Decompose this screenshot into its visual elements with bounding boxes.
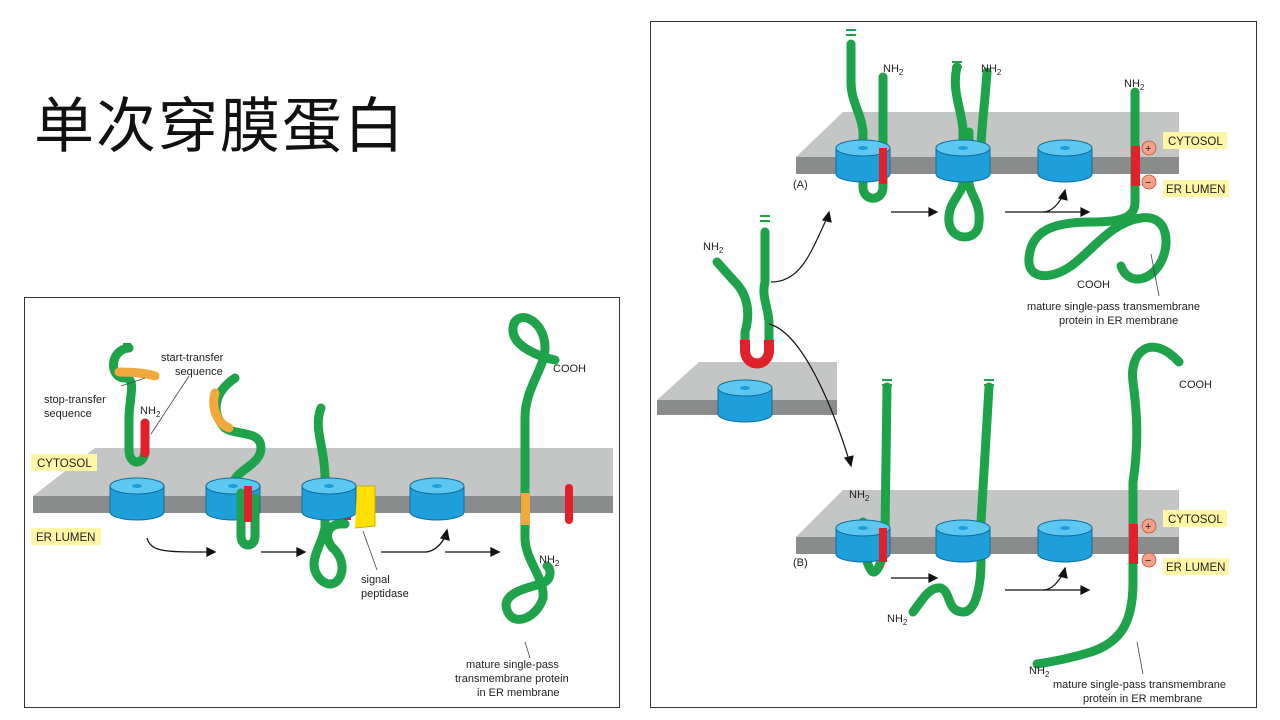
cytosol-tag-b: CYTOSOL xyxy=(1163,510,1227,527)
translocon-b3 xyxy=(1037,519,1093,563)
plus-sign-a: + xyxy=(1145,143,1151,155)
nascent-chain-step1 xyxy=(109,343,160,467)
panel-b-step2-chain xyxy=(908,379,994,617)
panel-a-mature-chain xyxy=(1024,87,1171,284)
translocon-a2 xyxy=(935,139,991,183)
cleaved-signal-peptide xyxy=(565,484,573,524)
er-lumen-tag-left: ER LUMEN xyxy=(31,528,101,545)
translocon-source xyxy=(717,379,773,423)
nh2-label-left-mature: NH2 xyxy=(539,554,560,568)
nh2-label-a2: NH2 xyxy=(981,63,1002,77)
panel-a-label: (A) xyxy=(793,179,808,191)
svg-text:ER LUMEN: ER LUMEN xyxy=(1166,184,1225,196)
translocon-a3 xyxy=(1037,139,1093,183)
nh2-label-source: NH2 xyxy=(703,241,724,255)
slide-title: 单次穿膜蛋白 xyxy=(34,92,406,162)
stop-transfer-diagram: start-transfer sequence stop-transfer se… xyxy=(31,313,613,699)
nh2-label-left: NH2 xyxy=(140,405,161,419)
translocon-1 xyxy=(109,477,165,521)
mature-label-a-2: protein in ER membrane xyxy=(1059,315,1178,327)
positive-charge-a xyxy=(1141,140,1157,156)
nh2-label-a1: NH2 xyxy=(883,63,904,77)
er-lumen-tag-b: ER LUMEN xyxy=(1163,558,1229,575)
signal-peptidase-label-2: peptidase xyxy=(361,588,409,600)
signal-peptidase-label: signal xyxy=(361,574,390,586)
negative-charge-a xyxy=(1141,174,1157,190)
svg-text:CYTOSOL: CYTOSOL xyxy=(37,458,92,470)
start-transfer-label: start-transfer xyxy=(161,352,224,364)
leader-lines-right xyxy=(1136,253,1160,675)
mature-label-b-1: mature single-pass transmembrane xyxy=(1053,679,1226,691)
svg-text:ER LUMEN: ER LUMEN xyxy=(36,532,95,544)
translocon-4 xyxy=(409,477,465,521)
er-lumen-tag-a: ER LUMEN xyxy=(1163,180,1229,197)
panel-a-arrows xyxy=(891,188,1091,217)
stop-transfer-label: stop-transfer xyxy=(44,394,106,406)
figure-orientation: + − + − xyxy=(650,21,1257,708)
mature-protein-label: mature single-pass xyxy=(466,659,559,671)
nh2-label-b2: NH2 xyxy=(887,613,908,627)
svg-text:CYTOSOL: CYTOSOL xyxy=(1168,136,1223,148)
cytosol-tag-a: CYTOSOL xyxy=(1163,132,1227,149)
translocon-3 xyxy=(301,477,357,521)
negative-charge-b xyxy=(1141,552,1157,568)
start-transfer-label-2: sequence xyxy=(175,366,223,378)
mature-label-a-1: mature single-pass transmembrane xyxy=(1027,301,1200,313)
nh2-label-b1: NH2 xyxy=(849,489,870,503)
cooh-label-a: COOH xyxy=(1077,279,1110,291)
panel-b-mature-chain xyxy=(1032,342,1184,669)
mature-protein-label-2: transmembrane protein xyxy=(455,673,569,685)
positive-charge-b xyxy=(1141,518,1157,534)
svg-text:CYTOSOL: CYTOSOL xyxy=(1168,514,1223,526)
translocon-b2 xyxy=(935,519,991,563)
svg-text:ER LUMEN: ER LUMEN xyxy=(1166,562,1225,574)
mature-label-b-2: protein in ER membrane xyxy=(1083,693,1202,705)
signal-a1 xyxy=(879,148,887,184)
stop-transfer-label-2: sequence xyxy=(44,408,92,420)
nascent-chain-source xyxy=(712,215,774,369)
mature-protein-left xyxy=(501,313,560,624)
leader-lines xyxy=(120,375,531,659)
nh2-label-a3: NH2 xyxy=(1124,78,1145,92)
panel-b-arrows xyxy=(891,566,1091,595)
nh2-label-b3: NH2 xyxy=(1029,665,1050,679)
signal-peptidase xyxy=(354,485,376,529)
branch-arrows xyxy=(768,210,854,468)
signal-b1 xyxy=(879,528,887,562)
cooh-label-b: COOH xyxy=(1179,379,1212,391)
orientation-diagram: + − + − xyxy=(657,29,1229,705)
minus-sign-a: − xyxy=(1145,177,1151,189)
cytosol-tag-left: CYTOSOL xyxy=(31,454,97,471)
mature-protein-label-3: in ER membrane xyxy=(477,687,560,699)
figure-stop-transfer: start-transfer sequence stop-transfer se… xyxy=(24,297,620,708)
chain-through-translocon-2 xyxy=(236,486,260,550)
cooh-label-left: COOH xyxy=(553,363,586,375)
plus-sign-b: + xyxy=(1145,521,1151,533)
nascent-chain-step2 xyxy=(209,373,266,491)
process-arrows xyxy=(146,528,501,558)
minus-sign-b: − xyxy=(1145,555,1151,567)
panel-b-label: (B) xyxy=(793,557,808,569)
